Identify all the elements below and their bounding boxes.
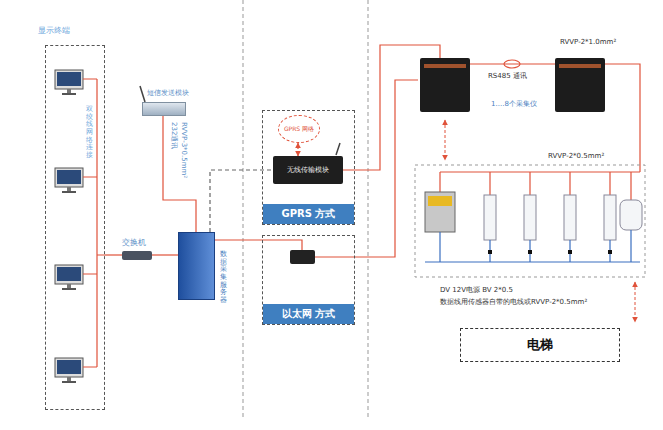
- wireless-module: 无线传输模块: [273, 156, 343, 184]
- double-arrow: [635, 282, 636, 322]
- connector: [105, 254, 122, 255]
- computer: [55, 358, 83, 383]
- double-arrow: [445, 120, 446, 160]
- data-wire: [425, 230, 640, 262]
- note-label: RVVP-3*0.5mm²: [180, 122, 188, 178]
- collector-group: 1....8个采集仪: [418, 58, 608, 114]
- antenna: [336, 143, 340, 155]
- ethernet-device: [262, 240, 355, 264]
- sensor-area: [415, 165, 645, 277]
- gprs-group: GPRS 方式 GPRS 网络无线传输模块: [262, 110, 355, 225]
- connector: [215, 239, 262, 240]
- gprs-network: GPRS 网络: [278, 115, 320, 143]
- rs485-wire: [470, 60, 640, 172]
- node-text: 数据采集服务器: [220, 251, 227, 305]
- switch: 交换机: [122, 251, 152, 260]
- ethernet-group: 以太网 方式: [262, 235, 355, 325]
- computer: [55, 168, 83, 193]
- antenna: [140, 86, 145, 102]
- lan-wire: [83, 79, 105, 367]
- data-server: 数据采集服务器: [178, 232, 215, 300]
- node-text: 显示终端: [38, 26, 70, 35]
- separator: [243, 0, 244, 420]
- terminal: [488, 250, 612, 254]
- node-text: 短信发送模块: [147, 89, 189, 97]
- computer: [55, 265, 83, 290]
- terminal-group: 显示终端: [45, 45, 105, 410]
- note-label: 232通讯: [170, 122, 178, 149]
- note-label: 双绞线网络连接: [86, 106, 93, 160]
- node-text: GPRS 网络: [279, 116, 319, 142]
- note-label: RS485 通讯: [488, 72, 527, 80]
- separator: [368, 0, 369, 420]
- node-text: 以太网 方式: [263, 304, 354, 324]
- note-label: RVVP-2*1.0mm²: [560, 38, 616, 46]
- note-label: 数据线用传感器自带的电线或RVVP-2*0.5mm²: [440, 298, 587, 306]
- sensor: [425, 192, 642, 240]
- node-text: 电梯: [461, 329, 619, 361]
- node-text: 交换机: [122, 238, 146, 247]
- connector: [343, 45, 440, 170]
- connector: [297, 143, 298, 156]
- node-text: GPRS 方式: [263, 204, 354, 224]
- node-text: 1....8个采集仪: [476, 100, 552, 108]
- collector: [420, 58, 605, 112]
- connector: [355, 80, 418, 257]
- note-label: DV 12V电源 BV 2*0.5: [440, 286, 513, 294]
- connector: [163, 116, 196, 232]
- elevator-box: 电梯: [460, 328, 620, 362]
- note-label: RVVP-2*0.5mm²: [548, 152, 604, 160]
- connector: [152, 254, 178, 255]
- node-text: 无线传输模块: [273, 156, 343, 184]
- sms-module: 短信发送模块: [142, 102, 186, 116]
- computer: [55, 70, 83, 95]
